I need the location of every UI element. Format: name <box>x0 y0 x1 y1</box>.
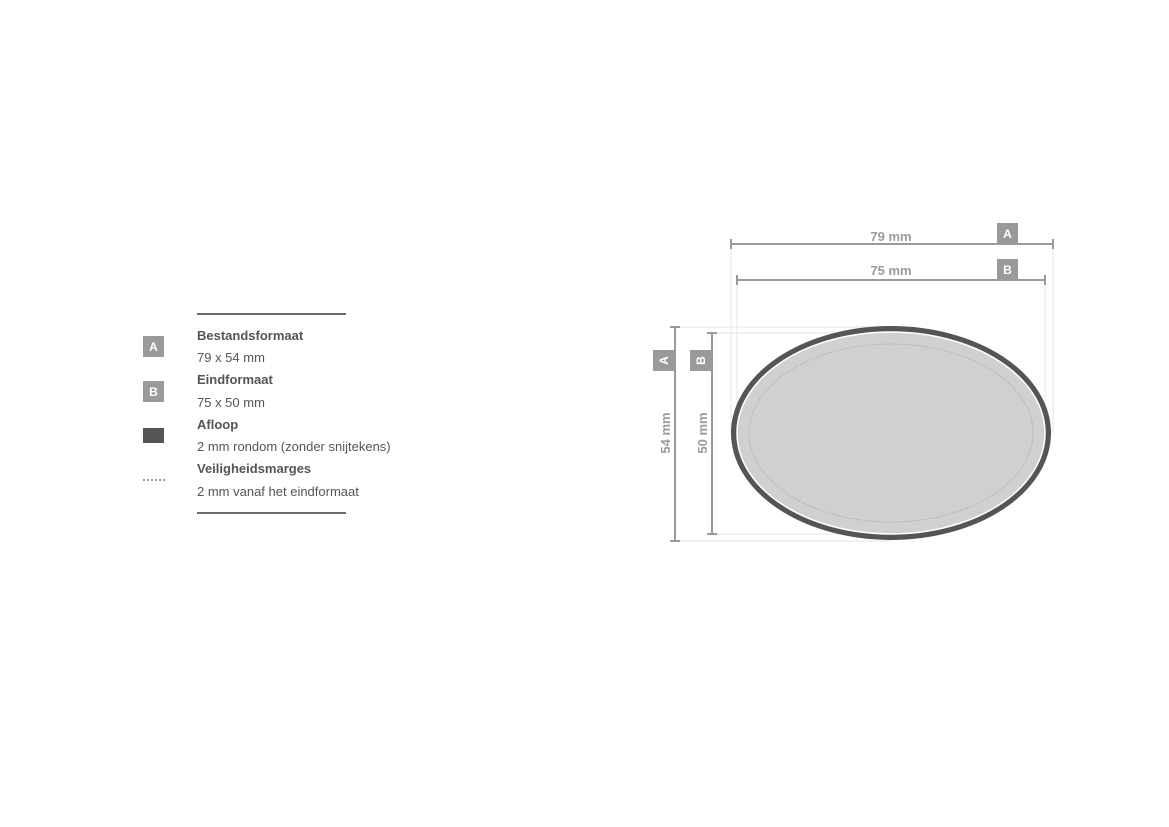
bleed-swatch-icon <box>143 428 164 443</box>
final-format-ellipse <box>736 331 1046 535</box>
width-b-badge <box>997 259 1018 280</box>
width-b-label: 75 mm <box>870 263 911 278</box>
height-b-badge-label: B <box>694 356 708 365</box>
width-a-badge <box>997 223 1018 244</box>
legend-title-afloop: Afloop <box>197 417 239 432</box>
safety-margin-dots-icon <box>143 479 165 481</box>
safety-margin-ellipse <box>748 343 1034 523</box>
legend-title-bestandsformaat: Bestandsformaat <box>197 328 304 343</box>
height-a-badge <box>653 350 675 371</box>
height-b-label: 50 mm <box>695 412 710 453</box>
legend-title-veiligheidsmarges: Veiligheidsmarges <box>197 461 312 476</box>
legend-badge-a: A <box>143 336 164 357</box>
width-b-dimension-line <box>736 275 1046 285</box>
width-b-badge-label: B <box>1003 263 1012 277</box>
height-a-label: 54 mm <box>658 412 673 453</box>
legend-badge-b: B <box>143 381 164 402</box>
legend-desc-veiligheidsmarges: 2 mm vanaf het eindformaat <box>197 484 359 499</box>
legend-desc-eindformaat: 75 x 50 mm <box>197 395 265 410</box>
height-b-badge <box>690 350 712 371</box>
legend-bottom-rule <box>197 512 346 514</box>
legend-desc-afloop: 2 mm rondom (zonder snijtekens) <box>197 439 391 454</box>
legend-top-rule <box>197 313 346 315</box>
legend-desc-bestandsformaat: 79 x 54 mm <box>197 350 265 365</box>
height-a-badge-label: A <box>657 356 671 365</box>
width-a-label: 79 mm <box>870 229 911 244</box>
width-a-badge-label: A <box>1003 227 1012 241</box>
legend-title-eindformaat: Eindformaat <box>197 372 273 387</box>
